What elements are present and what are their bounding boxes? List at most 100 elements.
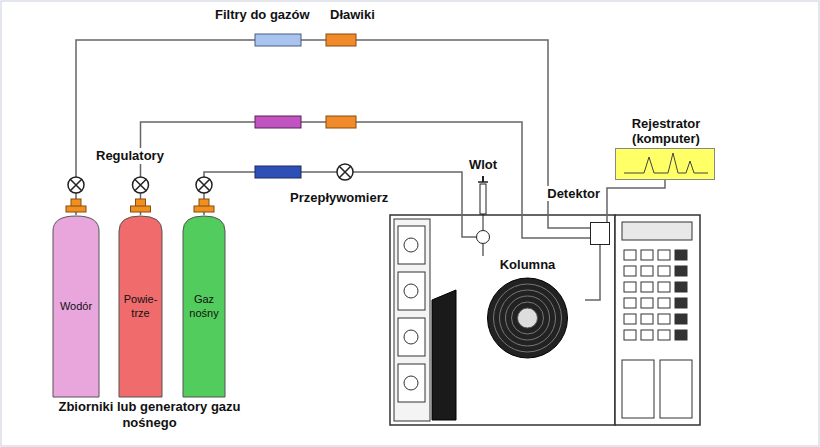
panel-button bbox=[658, 330, 670, 340]
flow-meter bbox=[339, 166, 351, 178]
oven-door bbox=[432, 290, 456, 420]
panel-icon bbox=[398, 364, 425, 402]
panel-door bbox=[660, 360, 692, 418]
coil-hub bbox=[518, 308, 538, 328]
panel-icon bbox=[398, 318, 425, 356]
cylinder-valve bbox=[131, 206, 151, 212]
regulator-label: Regulatory bbox=[94, 148, 166, 164]
choke-heading: Dławiki bbox=[328, 7, 377, 23]
choke bbox=[326, 116, 356, 128]
syringe-plunger bbox=[478, 181, 488, 183]
cylinder-body bbox=[119, 216, 162, 397]
gas-filter bbox=[255, 34, 301, 46]
coil-winding bbox=[512, 302, 544, 334]
regulator bbox=[135, 179, 147, 191]
dial bbox=[404, 376, 418, 390]
choke bbox=[326, 34, 356, 46]
cylinder-valve bbox=[66, 199, 214, 212]
panel-button bbox=[658, 298, 670, 308]
control-panel bbox=[394, 219, 430, 421]
flowmeter-label: Przepływomierz bbox=[288, 190, 390, 206]
component-label: Wlot bbox=[467, 157, 499, 172]
coil-winding bbox=[506, 296, 550, 340]
gas-line bbox=[204, 172, 476, 237]
button-grid bbox=[624, 250, 687, 340]
panel-button bbox=[658, 314, 670, 324]
panel-button bbox=[675, 282, 687, 292]
panel-button bbox=[658, 282, 670, 292]
cylinder-valve bbox=[194, 206, 214, 212]
panel-button bbox=[641, 282, 653, 292]
syringe-barrel bbox=[480, 184, 486, 214]
panel-button bbox=[641, 298, 653, 308]
chromatogram bbox=[624, 153, 708, 173]
column-coil: Kolumna bbox=[470, 256, 585, 360]
injection-inlet: Wlot bbox=[476, 230, 490, 244]
panel-button bbox=[641, 250, 653, 260]
dial bbox=[404, 238, 418, 252]
gas-line bbox=[76, 40, 590, 228]
panel-button bbox=[658, 266, 670, 276]
instrument-panel bbox=[615, 215, 700, 425]
panel-button bbox=[624, 314, 636, 324]
panel-door bbox=[622, 360, 654, 418]
panel-button bbox=[624, 282, 636, 292]
syringe-needle bbox=[483, 214, 484, 230]
display bbox=[622, 222, 692, 240]
panel-button bbox=[675, 266, 687, 276]
panel-button bbox=[675, 298, 687, 308]
injector-syringe bbox=[478, 176, 488, 230]
oven-housing bbox=[390, 215, 615, 425]
gas-line bbox=[482, 244, 484, 256]
panel-icon bbox=[398, 272, 425, 310]
regulator bbox=[70, 179, 82, 191]
panel-icon bbox=[398, 226, 425, 264]
cylinder-label: Gaz nośny bbox=[184, 293, 224, 319]
gas-line bbox=[607, 180, 665, 222]
gas-cylinder: Powie- trze bbox=[118, 215, 163, 398]
dial bbox=[404, 284, 418, 298]
column-coil bbox=[488, 278, 568, 358]
gas-filter bbox=[255, 116, 301, 128]
regulator bbox=[68, 177, 84, 193]
regulator bbox=[196, 177, 212, 193]
panel-button bbox=[658, 250, 670, 260]
panel-button bbox=[624, 330, 636, 340]
recorder-screen: Rejestrator (komputer) bbox=[615, 148, 715, 180]
chromatogram bbox=[616, 149, 714, 179]
panel-button bbox=[641, 330, 653, 340]
regulator bbox=[68, 177, 212, 193]
flow-meter bbox=[337, 164, 353, 180]
coil-winding bbox=[494, 284, 562, 352]
panel-button bbox=[641, 266, 653, 276]
panel-button bbox=[675, 330, 687, 340]
panel-button bbox=[624, 298, 636, 308]
filter-heading: Filtry do gazów bbox=[213, 7, 312, 23]
component-label: Kolumna bbox=[470, 256, 585, 273]
cylinder-body bbox=[53, 216, 99, 397]
gas-filter bbox=[255, 166, 301, 178]
syringe-plunger bbox=[482, 176, 484, 182]
gas-cylinder: Gaz nośny bbox=[182, 215, 226, 398]
panel-button bbox=[641, 314, 653, 324]
component-label: Rejestrator (komputer) bbox=[606, 116, 726, 147]
regulator bbox=[133, 177, 149, 193]
cylinder-valve bbox=[66, 206, 86, 212]
panel-button bbox=[624, 250, 636, 260]
panel-button bbox=[675, 314, 687, 324]
dial bbox=[404, 330, 418, 344]
cylinder-label: Powie- trze bbox=[120, 293, 161, 319]
tank-caption: Zbiorniki lub generatory gazu nośnego bbox=[30, 399, 269, 430]
panel-button bbox=[675, 250, 687, 260]
panel-button bbox=[624, 266, 636, 276]
coil-winding bbox=[500, 290, 556, 346]
gas-cylinder: Wodór bbox=[52, 215, 100, 398]
flow-meter bbox=[337, 164, 353, 180]
gas-line bbox=[585, 245, 600, 300]
cylinder-label: Wodór bbox=[54, 300, 98, 313]
cylinder-body bbox=[183, 216, 225, 397]
component-label: Detektor bbox=[546, 186, 601, 201]
detector: Detektor bbox=[590, 222, 610, 245]
